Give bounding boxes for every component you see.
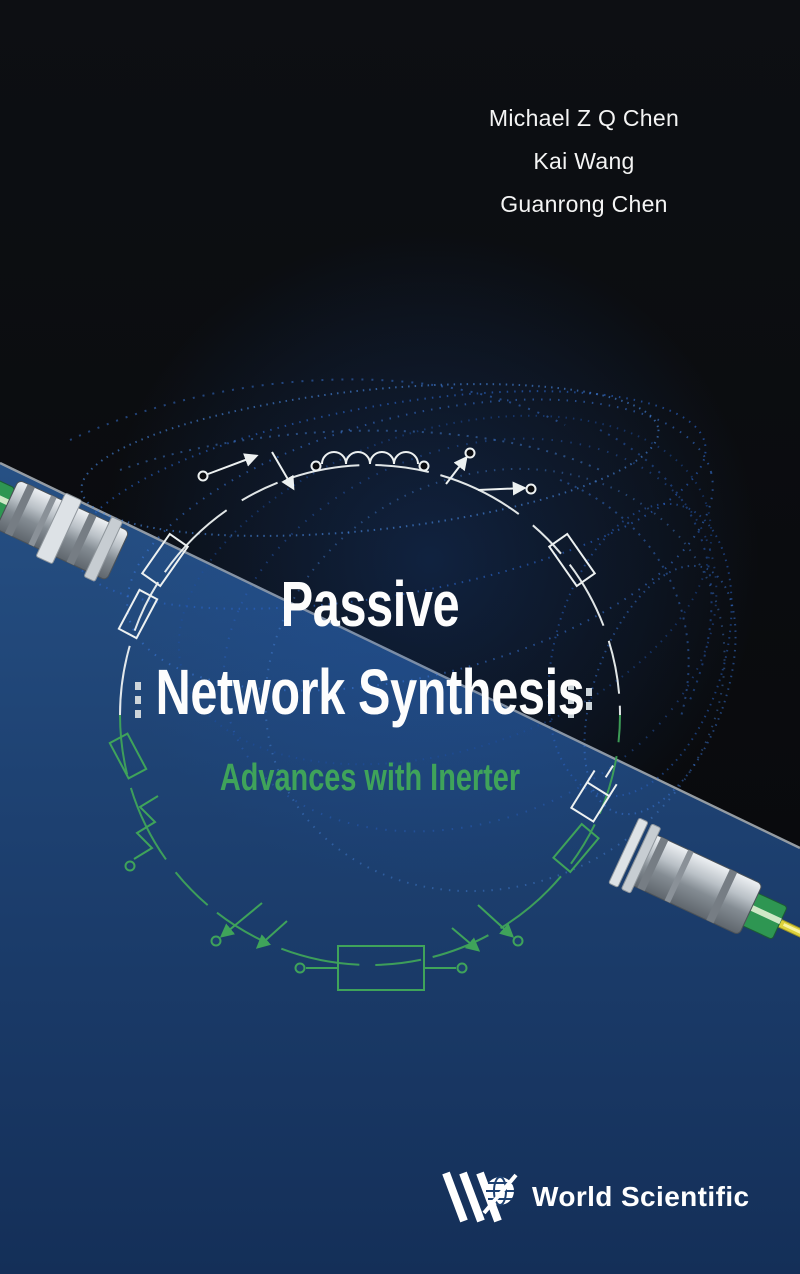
inerter-device-left-icon — [0, 474, 129, 582]
resistor-symbol — [117, 588, 159, 640]
arrow-symbol — [477, 904, 515, 938]
author-name: Michael Z Q Chen — [488, 105, 680, 131]
resistor-symbol — [140, 532, 190, 588]
resistor-symbol — [547, 532, 597, 588]
author-name: Guanrong Chen — [500, 191, 668, 217]
resistor-symbol — [552, 822, 600, 874]
author-list: Michael Z Q Chen Kai Wang Guanrong Chen — [384, 97, 784, 226]
circuit-ring-graphic — [108, 447, 621, 991]
top-circuit-components — [117, 447, 618, 823]
spring-symbol — [133, 795, 159, 860]
node-ellipsis-marks — [135, 682, 592, 718]
arrow-symbol — [271, 451, 295, 491]
bottom-circuit-components — [108, 732, 600, 991]
arrow-symbol — [255, 920, 288, 949]
publisher-name: World Scientific — [532, 1181, 750, 1212]
arrow-symbol — [477, 481, 527, 496]
author-name: Kai Wang — [533, 148, 635, 174]
arrow-symbol — [445, 455, 468, 485]
resistor-symbol — [108, 732, 148, 780]
damper-symbol — [569, 764, 618, 823]
world-scientific-globe-icon — [442, 1171, 518, 1223]
inductor-symbol — [321, 451, 419, 465]
book-title-line1: Passive — [280, 568, 460, 640]
mesh-glow — [100, 230, 760, 890]
arrow-symbol — [451, 927, 481, 952]
arrow-symbol — [219, 902, 263, 938]
publisher-block: World Scientific — [436, 1166, 749, 1228]
ring-top-arc — [119, 464, 621, 716]
particle-mesh-graphic — [69, 378, 737, 893]
inerter-device-right-icon — [608, 818, 800, 957]
arrow-symbol — [207, 453, 259, 475]
book-subtitle: Advances with Inerter — [219, 757, 521, 799]
book-title-line2: Network Synthesis — [155, 656, 585, 728]
title-block: Passive Network Synthesis Advances with … — [89, 560, 651, 802]
